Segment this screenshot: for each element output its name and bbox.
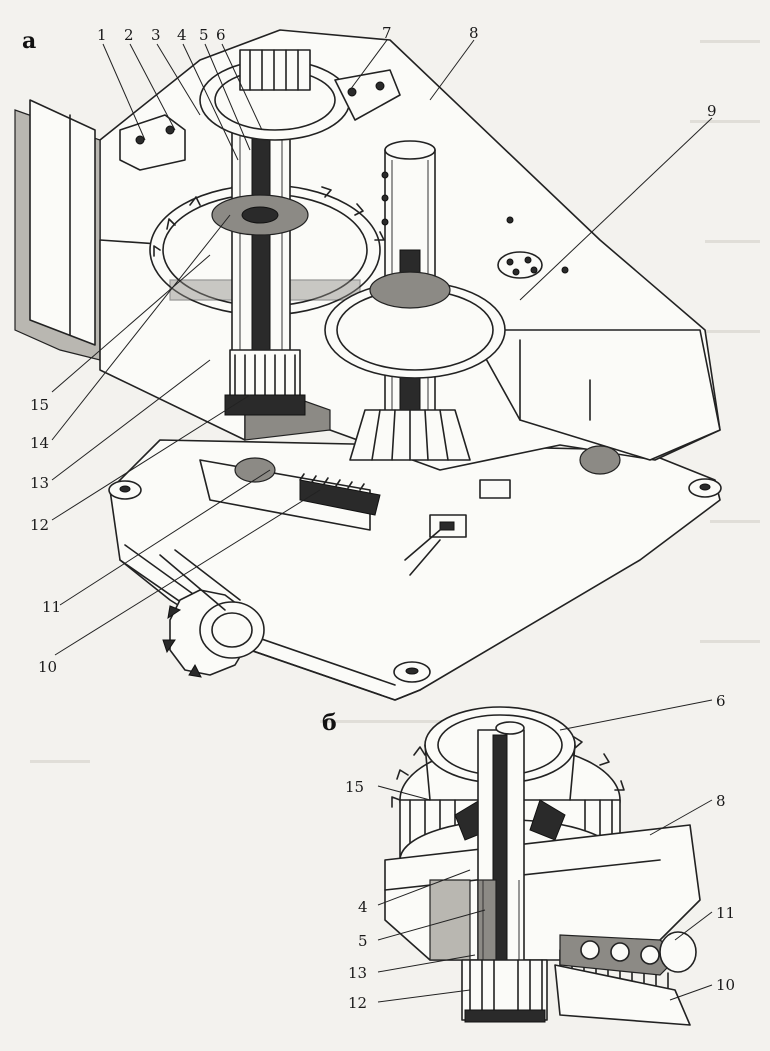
hand-wheel: [159, 549, 265, 678]
panel-a-leaders: [51, 39, 713, 656]
callout-a-10: 10: [38, 658, 57, 676]
panel-b-letter: б: [322, 710, 337, 736]
panel-b-leaders: [377, 699, 713, 1003]
callout-a-7: 7: [382, 24, 392, 42]
callout-b-15: 15: [345, 778, 364, 796]
callout-b-5: 5: [358, 932, 368, 950]
callout-a-9: 9: [707, 102, 717, 120]
callout-b-11: 11: [716, 904, 735, 922]
callout-a-14: 14: [30, 434, 49, 452]
callout-a-12: 12: [30, 516, 49, 534]
callout-a-4: 4: [177, 26, 187, 44]
callout-a-11: 11: [42, 598, 61, 616]
callout-a-13: 13: [30, 474, 49, 492]
callout-b-4: 4: [358, 898, 368, 916]
callout-b-10: 10: [716, 976, 735, 994]
bleed-through-texture: [30, 40, 760, 763]
callout-a-5: 5: [199, 26, 209, 44]
callout-b-13: 13: [348, 964, 367, 982]
callout-b-12: 12: [348, 994, 367, 1012]
panel-a-drawing: [14, 29, 722, 701]
panel-a-callouts: 1 2 3 4 5 6 7 8 9 10 11 12 13 14 15: [30, 24, 717, 676]
callout-a-3: 3: [151, 26, 161, 44]
callout-a-15: 15: [30, 396, 49, 414]
panel-b-drawing: [384, 706, 701, 1026]
callout-a-6: 6: [216, 26, 226, 44]
callout-a-8: 8: [469, 24, 479, 42]
callout-b-8: 8: [716, 792, 726, 810]
callout-b-6: 6: [716, 692, 726, 710]
panel-b-callouts: 6 15 8 4 5 11 13 12 10: [345, 692, 735, 1012]
panel-a-letter: а: [22, 28, 36, 54]
callout-a-2: 2: [124, 26, 134, 44]
callout-a-1: 1: [97, 26, 107, 44]
